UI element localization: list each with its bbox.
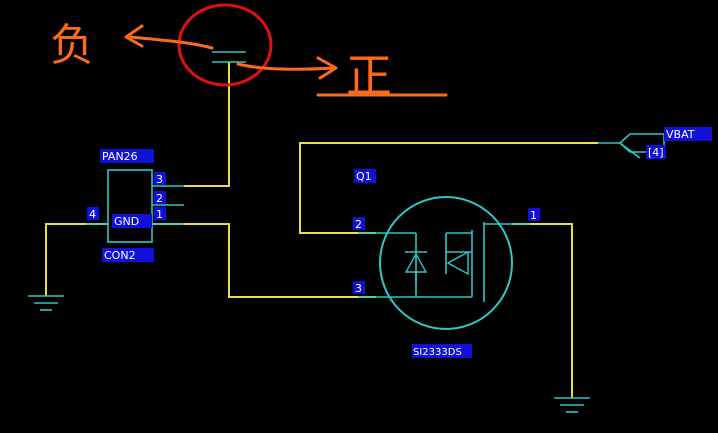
wire-source-to-vbat (299, 142, 598, 234)
connector-pin-2: 2 (156, 192, 163, 205)
arrow-negative (128, 35, 214, 50)
vbat-label: VBAT (666, 128, 695, 141)
connector-value-label: CON2 (104, 249, 136, 262)
wires (45, 62, 598, 398)
transistor-pin-2: 2 (355, 218, 362, 231)
wire-drain-to-gnd (512, 223, 573, 398)
connector-gnd-label: GND (114, 215, 139, 228)
wire-pin1-to-gate (152, 223, 376, 298)
vbat-port: VBAT [4] (598, 127, 712, 159)
arrow-positive (236, 62, 336, 71)
transistor-part-label: SI2333DS (413, 347, 462, 358)
connector-pan26: PAN26 GND CON2 4 3 2 1 (86, 149, 184, 262)
wire-pin4-to-gnd (45, 223, 108, 296)
hand-annotations: 负 正 (50, 3, 448, 103)
connector-pin-1: 1 (156, 208, 163, 221)
transistor-pin-1: 1 (530, 209, 537, 222)
top-terminal (212, 51, 246, 63)
highlight-circle (177, 3, 273, 87)
ground-symbol-left (28, 295, 64, 311)
connector-ref-label: PAN26 (102, 150, 138, 163)
wire-top-pin3 (184, 62, 230, 187)
ground-symbol-right (554, 397, 590, 413)
annotation-negative: 负 (50, 20, 94, 71)
vbat-pin-label: [4] (648, 146, 664, 159)
connector-pin-3: 3 (156, 173, 163, 186)
transistor-pin-3: 3 (355, 282, 362, 295)
connector-pin-4: 4 (89, 208, 96, 221)
transistor-q1: Q1 SI2333DS 2 3 1 (353, 169, 540, 358)
transistor-ref-label: Q1 (356, 170, 372, 183)
